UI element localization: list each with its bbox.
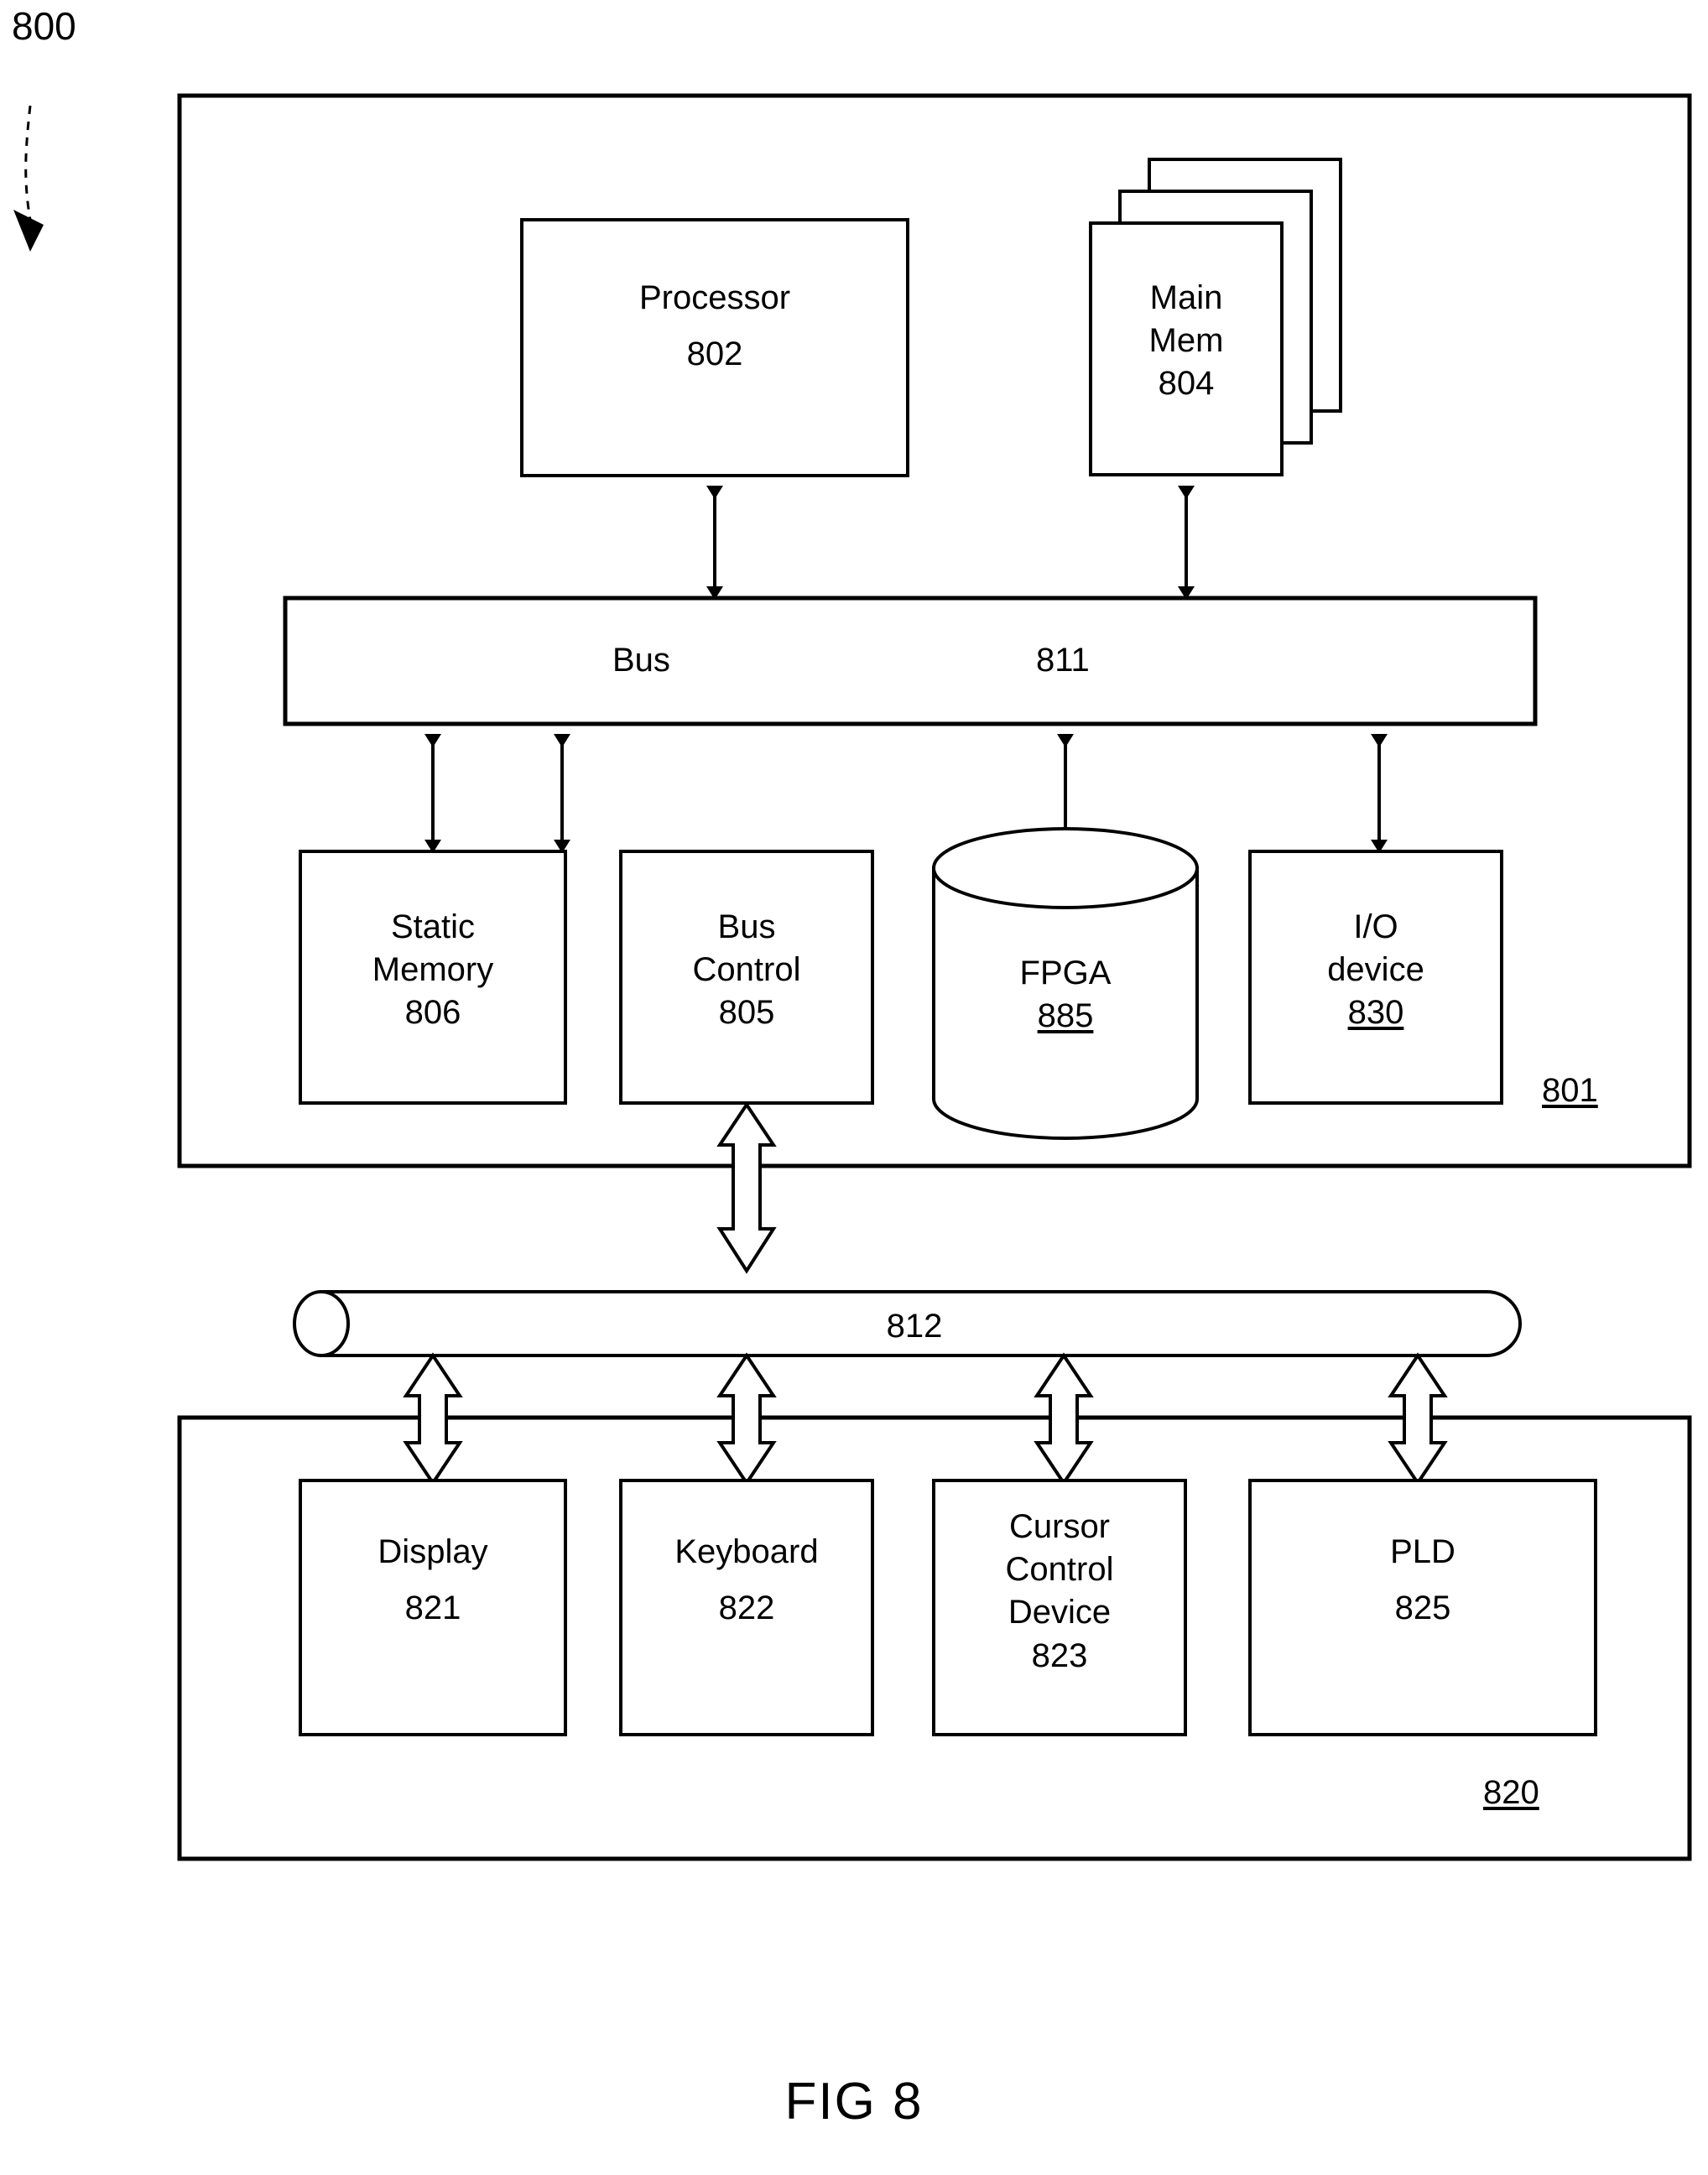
io-device-ref: 830 <box>1347 994 1404 1032</box>
bus-control-label-line2: Control <box>692 951 801 989</box>
static-memory-ref: 806 <box>404 994 461 1032</box>
keyboard-box <box>619 1479 874 1736</box>
keyboard-ref: 822 <box>718 1590 775 1627</box>
pld-box <box>1248 1479 1597 1736</box>
main-memory-label-line1: Main <box>1149 279 1223 316</box>
fpga-ref: 885 <box>1037 997 1094 1035</box>
peripheral-bus-ref: 812 <box>886 1308 943 1345</box>
callout-800-leader <box>24 105 32 221</box>
group-820-ref: 820 <box>1483 1774 1539 1811</box>
peripheral-bus-tube-body <box>320 1290 1522 1357</box>
hollow-arrow-buscontrol-peripheralbus <box>716 1101 777 1274</box>
bus-control-ref: 805 <box>718 994 775 1032</box>
group-820-border <box>177 1415 1692 1861</box>
main-memory-label-line2: Mem <box>1148 322 1224 360</box>
processor-label-group: Processor 802 <box>522 277 908 376</box>
cursor-control-label-line1: Cursor <box>1008 1508 1111 1545</box>
cursor-control-label-line2: Control <box>1005 1551 1114 1589</box>
keyboard-label-group: Keyboard 822 <box>621 1531 872 1630</box>
cursor-control-label-line3: Device <box>1008 1594 1112 1631</box>
main-memory-label-group: Main Mem 804 <box>1091 277 1282 406</box>
main-memory-ref: 804 <box>1158 365 1215 403</box>
fpga-label: FPGA <box>1019 955 1112 991</box>
static-memory-label-line2: Memory <box>372 951 494 989</box>
keyboard-label: Keyboard <box>674 1533 819 1570</box>
static-memory-box <box>299 850 567 1105</box>
display-box <box>299 1479 567 1736</box>
cursor-control-ref: 823 <box>1031 1636 1088 1674</box>
bus-ref: 811 <box>1036 642 1090 679</box>
display-label-group: Display 821 <box>300 1531 565 1630</box>
pld-ref: 825 <box>1394 1590 1451 1627</box>
display-ref: 821 <box>404 1590 461 1627</box>
io-device-label-line2: device <box>1327 951 1424 989</box>
bus-bar <box>283 596 1538 726</box>
processor-label: Processor <box>638 279 791 316</box>
static-memory-label-group: Static Memory 806 <box>300 906 565 1035</box>
processor-box <box>520 218 909 477</box>
fpga-cylinder-body <box>932 866 1199 1140</box>
figure-callout-800: 800 <box>12 4 76 48</box>
processor-ref: 802 <box>686 336 743 373</box>
main-memory-box-front <box>1089 221 1284 476</box>
io-device-label-line1: I/O <box>1353 908 1398 945</box>
io-device-box <box>1248 850 1503 1105</box>
bus-control-label-line1: Bus <box>717 908 776 945</box>
cursor-control-box <box>932 1479 1187 1736</box>
group-801-border <box>177 93 1692 1168</box>
callout-800-arrowhead <box>13 210 44 252</box>
bus-label: Bus <box>612 642 670 679</box>
fpga-cylinder-top <box>932 827 1199 909</box>
fpga-label-group: FPGA 885 <box>934 952 1197 1038</box>
pld-label-group: PLD 825 <box>1250 1531 1596 1630</box>
cursor-control-label-group: Cursor Control Device 823 <box>934 1506 1185 1678</box>
peripheral-bus-tube-cap <box>293 1290 350 1357</box>
bus-control-label-group: Bus Control 805 <box>621 906 872 1035</box>
static-memory-label-line1: Static <box>390 908 476 945</box>
group-801-ref: 801 <box>1542 1072 1598 1109</box>
io-device-label-group: I/O device 830 <box>1250 906 1502 1035</box>
figure-caption: FIG 8 <box>784 2073 924 2131</box>
pld-label: PLD <box>1390 1533 1455 1570</box>
display-label: Display <box>378 1533 488 1570</box>
